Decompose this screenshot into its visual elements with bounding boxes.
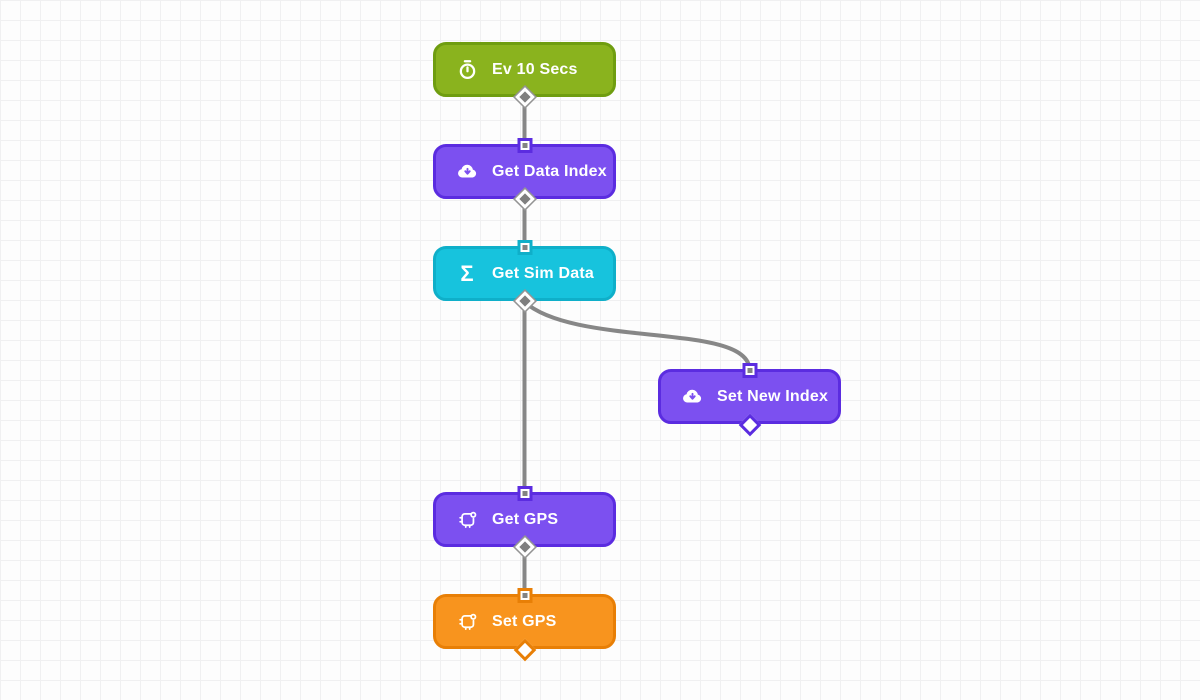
node-label: Ev 10 Secs xyxy=(492,60,578,78)
input-port[interactable] xyxy=(517,486,532,501)
input-port[interactable] xyxy=(517,138,532,153)
input-port[interactable] xyxy=(517,588,532,603)
node-set-gps[interactable]: Set GPS xyxy=(433,588,616,662)
node-ev-10-secs[interactable]: Ev 10 Secs xyxy=(433,42,616,107)
input-port[interactable] xyxy=(517,240,532,255)
node-get-sim-data[interactable]: Σ Get Sim Data xyxy=(433,240,616,311)
chip-icon xyxy=(455,610,479,634)
sigma-icon: Σ xyxy=(460,260,474,286)
input-port[interactable] xyxy=(742,363,757,378)
node-label: Set GPS xyxy=(492,612,557,630)
stopwatch-icon xyxy=(455,58,479,82)
node-set-new-index[interactable]: Set New Index xyxy=(658,363,841,437)
node-label: Get Sim Data xyxy=(492,264,594,282)
node-label: Get GPS xyxy=(492,510,559,528)
node-label: Get Data Index xyxy=(492,162,607,180)
chip-icon xyxy=(455,508,479,532)
cloud-download-icon xyxy=(455,160,479,184)
wire-get-sim-data-to-set-new-index[interactable] xyxy=(522,300,752,372)
cloud-download-icon xyxy=(680,385,704,409)
node-get-data-index[interactable]: Get Data Index xyxy=(433,138,616,209)
node-label: Set New Index xyxy=(717,387,829,405)
node-get-gps[interactable]: Get GPS xyxy=(433,486,616,557)
